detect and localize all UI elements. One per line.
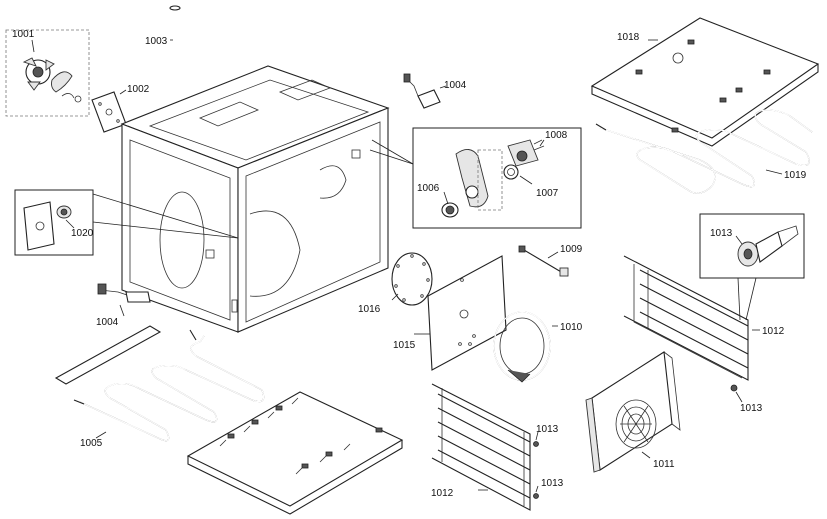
label-1013-low: 1013	[541, 478, 564, 489]
part-1002-bracket	[91, 89, 127, 133]
label-1015: 1015	[393, 340, 416, 351]
label-1004-upper: 1004	[444, 80, 467, 91]
label-1012-right: 1012	[762, 326, 785, 337]
part-1016-round-plate	[391, 252, 433, 306]
callout-labels: 1001 1002 1003 1004 1004 1005 1006 1007 …	[12, 29, 807, 499]
part-1012-rack-bottom	[431, 383, 539, 511]
part-bottom-tray	[54, 325, 404, 515]
label-1013-inset: 1013	[710, 228, 733, 239]
part-1020-inset	[14, 189, 239, 256]
label-1008: 1008	[545, 130, 568, 141]
part-1004-sensor-lower	[97, 283, 151, 317]
part-1013-inset	[699, 213, 805, 321]
label-1009: 1009	[560, 244, 583, 255]
part-1018-top-panel	[590, 17, 820, 147]
part-1015-rear-panel	[414, 255, 507, 371]
label-1020: 1020	[71, 228, 94, 239]
part-1019-top-element	[595, 109, 813, 194]
label-1004-lower: 1004	[96, 317, 119, 328]
part-1012-rack-right	[623, 255, 760, 403]
part-1004-sensor-upper	[403, 73, 447, 109]
part-1009-rod-sensor	[518, 245, 569, 277]
part-1006-1008-inset	[369, 127, 582, 229]
part-oven-cavity	[120, 65, 390, 333]
label-1019: 1019	[784, 170, 807, 181]
part-1011-fan-cover	[585, 351, 681, 473]
label-1013-right: 1013	[740, 403, 763, 414]
label-1012-bottom: 1012	[431, 488, 454, 499]
label-1010: 1010	[560, 322, 583, 333]
label-1003: 1003	[145, 36, 168, 47]
label-1018: 1018	[617, 32, 640, 43]
label-1002: 1002	[127, 84, 150, 95]
label-1007: 1007	[536, 188, 559, 199]
part-1005-bottom-element	[73, 329, 265, 442]
label-1005: 1005	[80, 438, 103, 449]
label-1016: 1016	[358, 304, 381, 315]
label-1006: 1006	[417, 183, 440, 194]
label-1001: 1001	[12, 29, 35, 40]
label-1013-mid: 1013	[536, 424, 559, 435]
part-1010-ring-element	[493, 311, 558, 383]
part-1001-fan-motor	[5, 29, 90, 117]
label-1011: 1011	[653, 459, 675, 470]
